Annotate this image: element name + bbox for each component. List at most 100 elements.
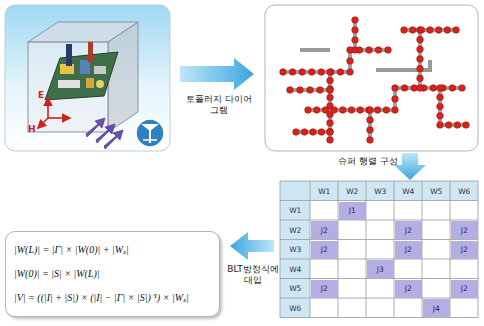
topology-node-dot (322, 107, 329, 114)
equation-line: |W(L)| = |Γ| × |W(0)| + |Wₛ| (14, 238, 129, 262)
flow-arrow (180, 58, 254, 90)
step-label: BLT방정식에 대입 (226, 264, 280, 286)
topology-node-dot (299, 69, 306, 76)
matrix-junction-cell: J2 (395, 280, 422, 298)
super-matrix-grid (280, 181, 478, 318)
topology-node-dot (327, 128, 334, 135)
matrix-header-cell: W4 (395, 182, 422, 200)
topology-node-dot (401, 27, 408, 34)
topology-node-dot (437, 94, 444, 101)
topology-node-dot (305, 107, 312, 114)
equation-line: |V| = ((|I| + |S|) × (|I| − |Γ| × |S|)⁻¹… (14, 286, 189, 310)
matrix-rule (478, 181, 479, 318)
illustration-panel (5, 5, 170, 151)
topology-node-dot (352, 47, 359, 54)
topology-node-dot (374, 107, 381, 114)
topology-node-dot (308, 69, 315, 76)
topology-node-dot (347, 58, 354, 65)
topology-node-dot (307, 87, 314, 94)
topology-node-dot (444, 27, 451, 34)
topology-node-dot (310, 129, 317, 136)
matrix-header-cell: W2 (339, 182, 366, 200)
matrix-junction-cell: J2 (311, 221, 338, 239)
topology-node-dot (301, 129, 308, 136)
topology-node-dot (427, 27, 434, 34)
topology-node-dot (327, 94, 334, 101)
matrix-header-cell: W3 (367, 182, 394, 200)
matrix-header-cell: W6 (451, 182, 478, 200)
topology-node-dot (347, 69, 354, 76)
matrix-header-cell: W2 (281, 221, 310, 239)
matrix-rule (280, 181, 281, 318)
enclosure-box (28, 22, 138, 132)
topology-node-dot (297, 87, 304, 94)
topology-node-dot (327, 86, 334, 93)
topology-node-dot (287, 87, 294, 94)
topology-node-dot (313, 107, 320, 114)
topology-line (283, 50, 388, 72)
topology-node-dot (375, 47, 382, 54)
topology-node-dot (289, 69, 296, 76)
topology-node-dot (392, 96, 399, 103)
topology-node-dot (280, 69, 287, 76)
topology-node-dot (392, 85, 399, 92)
topology-node-dot (367, 127, 374, 134)
topology-node-dot (437, 112, 444, 119)
topology-panel (265, 5, 478, 151)
topology-node-dot (318, 129, 325, 136)
equation-box: |W(L)| = |Γ| × |W(0)| + |Wₛ||W(0)| = |S|… (5, 231, 220, 317)
flow-arrow (394, 153, 426, 180)
topology-node-dot (417, 75, 424, 82)
topology-node-dot (459, 85, 466, 92)
topology-node-dot (437, 85, 444, 92)
topology-node-dot (401, 85, 408, 92)
matrix-header-cell: W6 (281, 299, 310, 317)
step-label: 토폴러지 다이어그램 (184, 94, 254, 116)
topology-node-dot (437, 103, 444, 110)
topology-node-dot (437, 122, 444, 129)
matrix-junction-cell: J2 (451, 241, 478, 259)
flow-arrow (230, 232, 274, 260)
matrix-junction-cell: J2 (451, 221, 478, 239)
matrix-ground (280, 181, 478, 318)
topology-node-dot (453, 27, 460, 34)
matrix-junction-cell: J2 (395, 241, 422, 259)
matrix-header-cell: W4 (281, 260, 310, 278)
topology-line (353, 20, 357, 50)
topology-node-dot (327, 69, 334, 76)
matrix-header-band (280, 181, 310, 318)
topology-node-dot (417, 65, 424, 72)
matrix-header-cell: W5 (281, 280, 310, 298)
topology-node-dot (327, 77, 334, 84)
field-axes (38, 98, 70, 128)
matrix-header-cell: W3 (281, 241, 310, 259)
topology-node-dot (327, 120, 334, 127)
matrix-junction-cell: J2 (395, 221, 422, 239)
topology-node-dot (417, 46, 424, 53)
topology-node-dot (417, 36, 424, 43)
topology-node-dot (367, 137, 374, 144)
matrix-junction-cell: J1 (339, 202, 366, 220)
antenna-icon (136, 119, 164, 147)
matrix-rule (366, 181, 367, 318)
topology-node-dot (348, 107, 355, 114)
topology-node-dot (435, 27, 442, 34)
topology-node-dot (328, 69, 335, 76)
topology-node-dot (366, 47, 373, 54)
incident-wave-arrows (86, 118, 123, 149)
equation-line: |W(0)| = |S| × |W(L)| (14, 262, 100, 286)
topology-node-dot (445, 122, 452, 129)
topology-node-dot (352, 17, 359, 24)
matrix-junction-cell: J4 (423, 299, 450, 317)
matrix-header-cell: W1 (281, 202, 310, 220)
topology-node-dot (383, 107, 390, 114)
topology-node-dot (327, 87, 334, 94)
topology-line (368, 110, 372, 140)
field-symbol: H (28, 124, 36, 135)
matrix-header-cell: W1 (311, 182, 338, 200)
topology-node-dot (318, 69, 325, 76)
topology-node-dot (337, 69, 344, 76)
topology-node-dot (454, 122, 461, 129)
topology-node-dot (367, 117, 374, 124)
matrix-rule (422, 181, 423, 318)
